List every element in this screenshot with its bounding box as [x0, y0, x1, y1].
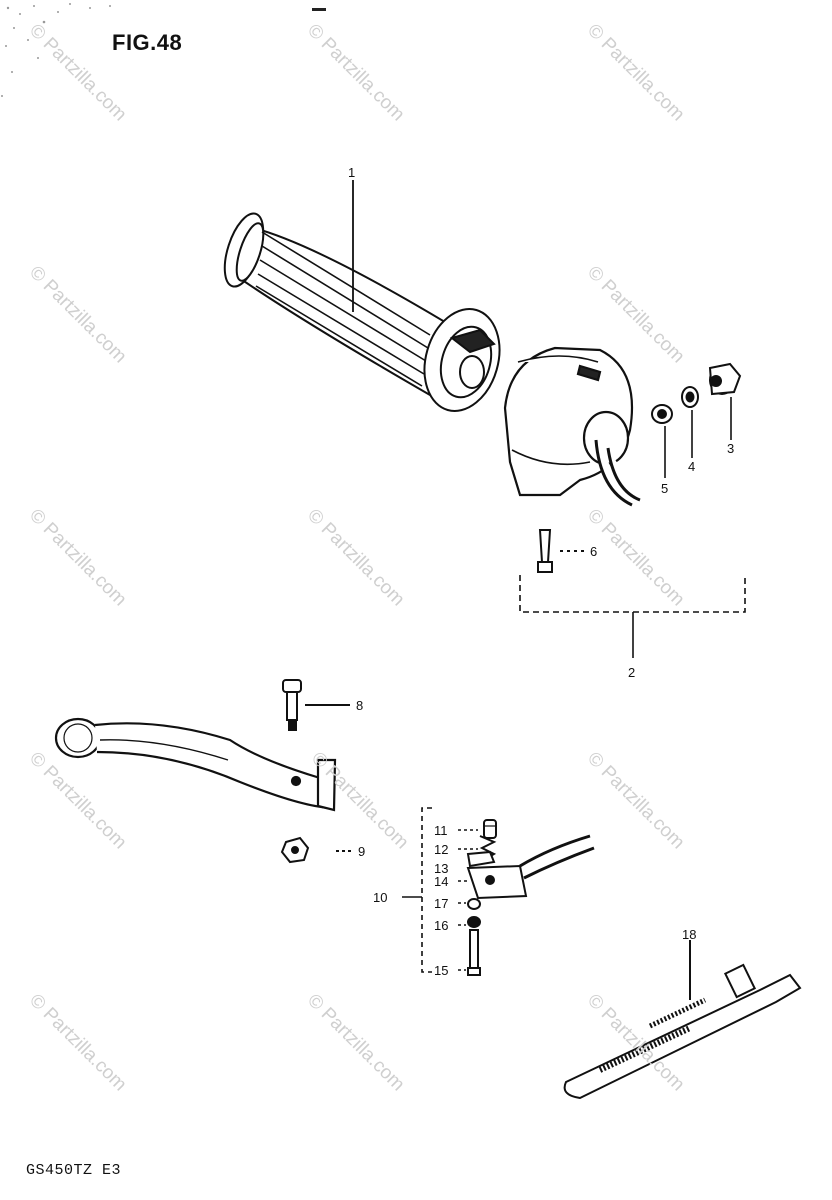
callout-13: 13 [434, 861, 449, 876]
small-parts-3-4-5 [651, 362, 742, 424]
callout-11: 11 [434, 823, 448, 838]
callout-10: 10 [373, 890, 388, 905]
callout-5: 5 [661, 481, 669, 496]
nut-part-9 [280, 836, 352, 864]
screw-part-6 [537, 529, 586, 573]
callout-18: 18 [682, 927, 697, 942]
lever-part [54, 717, 337, 812]
switch-housing-part [503, 346, 641, 507]
callout-8: 8 [356, 698, 364, 713]
callout-12: 12 [434, 842, 449, 857]
callout-15: 15 [434, 963, 449, 978]
callout-17: 17 [434, 896, 449, 911]
callout-2: 2 [628, 665, 636, 680]
callout-1: 1 [348, 165, 356, 180]
switch-subparts [466, 819, 595, 976]
assembly-bracket-10 [402, 807, 432, 973]
callout-6: 6 [590, 544, 598, 559]
callout-16: 16 [434, 918, 449, 933]
model-code: GS450TZ E3 [26, 1162, 122, 1179]
clamp-band-part-18 [563, 940, 802, 1100]
leaders-11-17 [458, 829, 478, 971]
callout-14: 14 [434, 874, 449, 889]
callout-9: 9 [358, 844, 366, 859]
grip-part [223, 212, 501, 412]
leaders-3-4-5 [664, 397, 732, 478]
assembly-bracket-2 [519, 575, 746, 658]
callout-3: 3 [727, 441, 735, 456]
bolt-part-8 [282, 679, 350, 731]
scan-noise [1, 3, 326, 97]
figure-title: FIG.48 [112, 30, 183, 55]
callout-4: 4 [688, 459, 696, 474]
